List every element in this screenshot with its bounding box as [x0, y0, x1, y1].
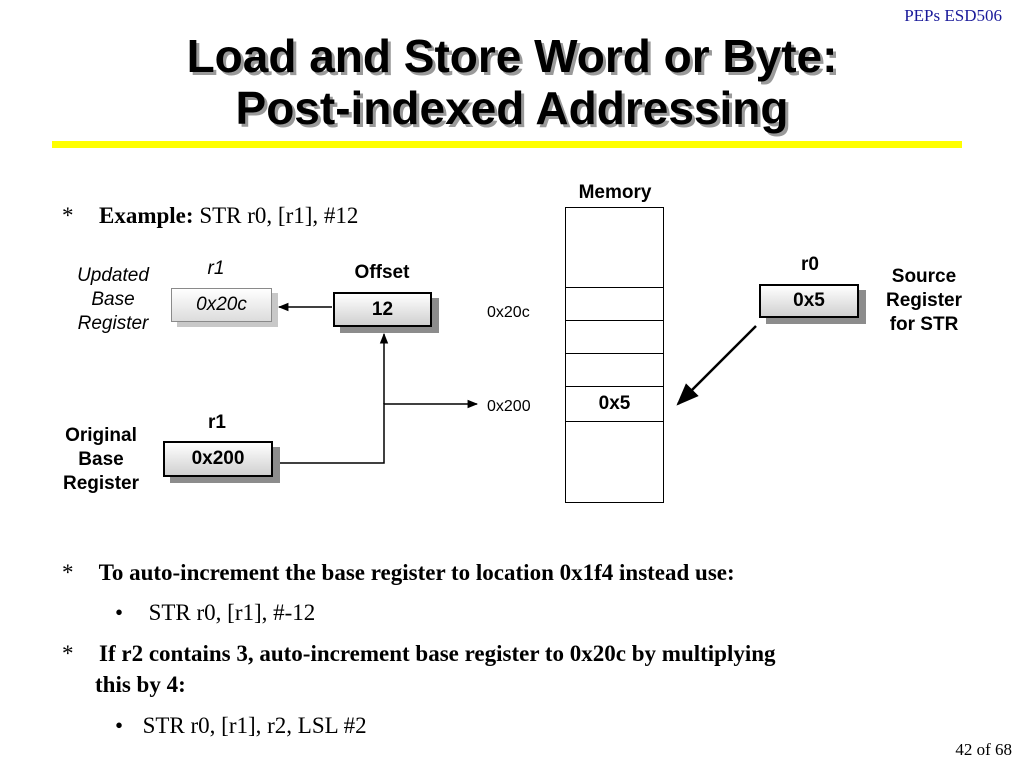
- memory-cell-0x200: 0x5: [565, 386, 664, 422]
- updated-base-register-label: Updated Base Register: [77, 265, 149, 334]
- address-label-0x20c: 0x20c: [487, 304, 530, 321]
- original-base-register: 0x200: [163, 441, 273, 477]
- memory-cell: [565, 353, 664, 387]
- memory-label: Memory: [578, 182, 652, 203]
- memory-block-bottom: [565, 421, 664, 503]
- offset-register: 12: [333, 292, 432, 327]
- original-register-name: r1: [208, 412, 226, 433]
- example-code: STR r0, [r1], #12: [199, 203, 359, 228]
- point-code-register-shift: • STR r0, [r1], r2, LSL #2: [115, 713, 367, 738]
- title-underline: [52, 141, 962, 148]
- source-register-label: Source Register for STR: [885, 266, 963, 335]
- point-r2-multiply-cont: this by 4:: [95, 672, 186, 697]
- address-label-0x200: 0x200: [487, 398, 531, 415]
- slide-title: Load and Store Word or Byte: Post-indexe…: [0, 30, 1024, 134]
- point-auto-increment: * To auto-increment the base register to…: [62, 560, 735, 585]
- memory-block-top: [565, 207, 664, 288]
- memory-cell: [565, 320, 664, 354]
- page-number: 42 of 68: [955, 740, 1012, 759]
- source-register-name: r0: [801, 254, 819, 275]
- memory-cell-0x20c: [565, 287, 664, 321]
- updated-register-name: r1: [207, 258, 225, 279]
- slide-title-line-2: Post-indexed Addressing: [235, 82, 789, 134]
- updated-base-register: 0x20c: [171, 288, 272, 322]
- example-bullet: *: [62, 203, 74, 228]
- source-register: 0x5: [759, 284, 859, 318]
- example-line: * Example: STR r0, [r1], #12: [62, 203, 358, 229]
- arrow-original-to-memory: [274, 399, 479, 464]
- offset-label: Offset: [354, 262, 410, 283]
- point-r2-multiply: * If r2 contains 3, auto-increment base …: [62, 641, 776, 666]
- arrow-source-to-memory: [676, 325, 757, 406]
- example-label: Example:: [99, 203, 194, 228]
- header-course-label: PEPs ESD506: [904, 6, 1002, 25]
- original-base-register-label: Original Base Register: [62, 425, 140, 494]
- slide-title-line-1: Load and Store Word or Byte:: [186, 30, 838, 82]
- point-code-negative-offset: • STR r0, [r1], #-12: [115, 600, 316, 625]
